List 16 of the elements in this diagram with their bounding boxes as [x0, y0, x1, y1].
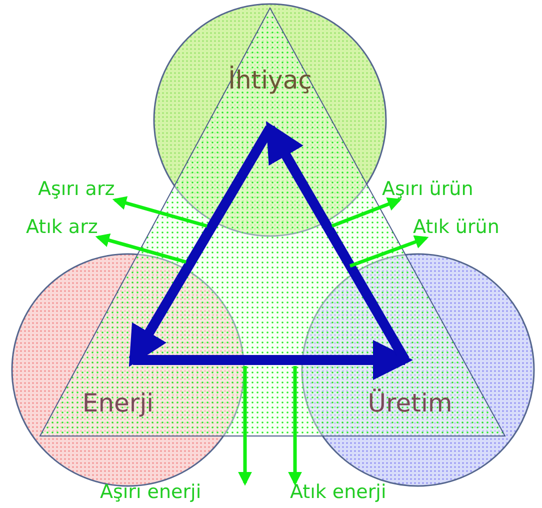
flow-label: Atık ürün — [413, 216, 500, 238]
arrow — [349, 235, 429, 268]
arrow — [331, 198, 402, 228]
arrow — [238, 366, 252, 486]
circle-label: İhtiyaç — [228, 66, 312, 94]
arrow — [133, 340, 413, 380]
flow-label: Atık enerji — [290, 481, 386, 503]
arrow — [112, 196, 208, 228]
flow-label: Atık arz — [26, 216, 98, 238]
circle-label: Enerji — [82, 388, 154, 418]
circle-label: Üretim — [368, 388, 452, 418]
arrow — [288, 366, 302, 486]
flow-label: Aşırı ürün — [382, 178, 474, 200]
arrow — [95, 233, 186, 264]
flow-label: Aşırı enerji — [100, 481, 202, 503]
flow-label: Aşırı arz — [38, 178, 115, 200]
